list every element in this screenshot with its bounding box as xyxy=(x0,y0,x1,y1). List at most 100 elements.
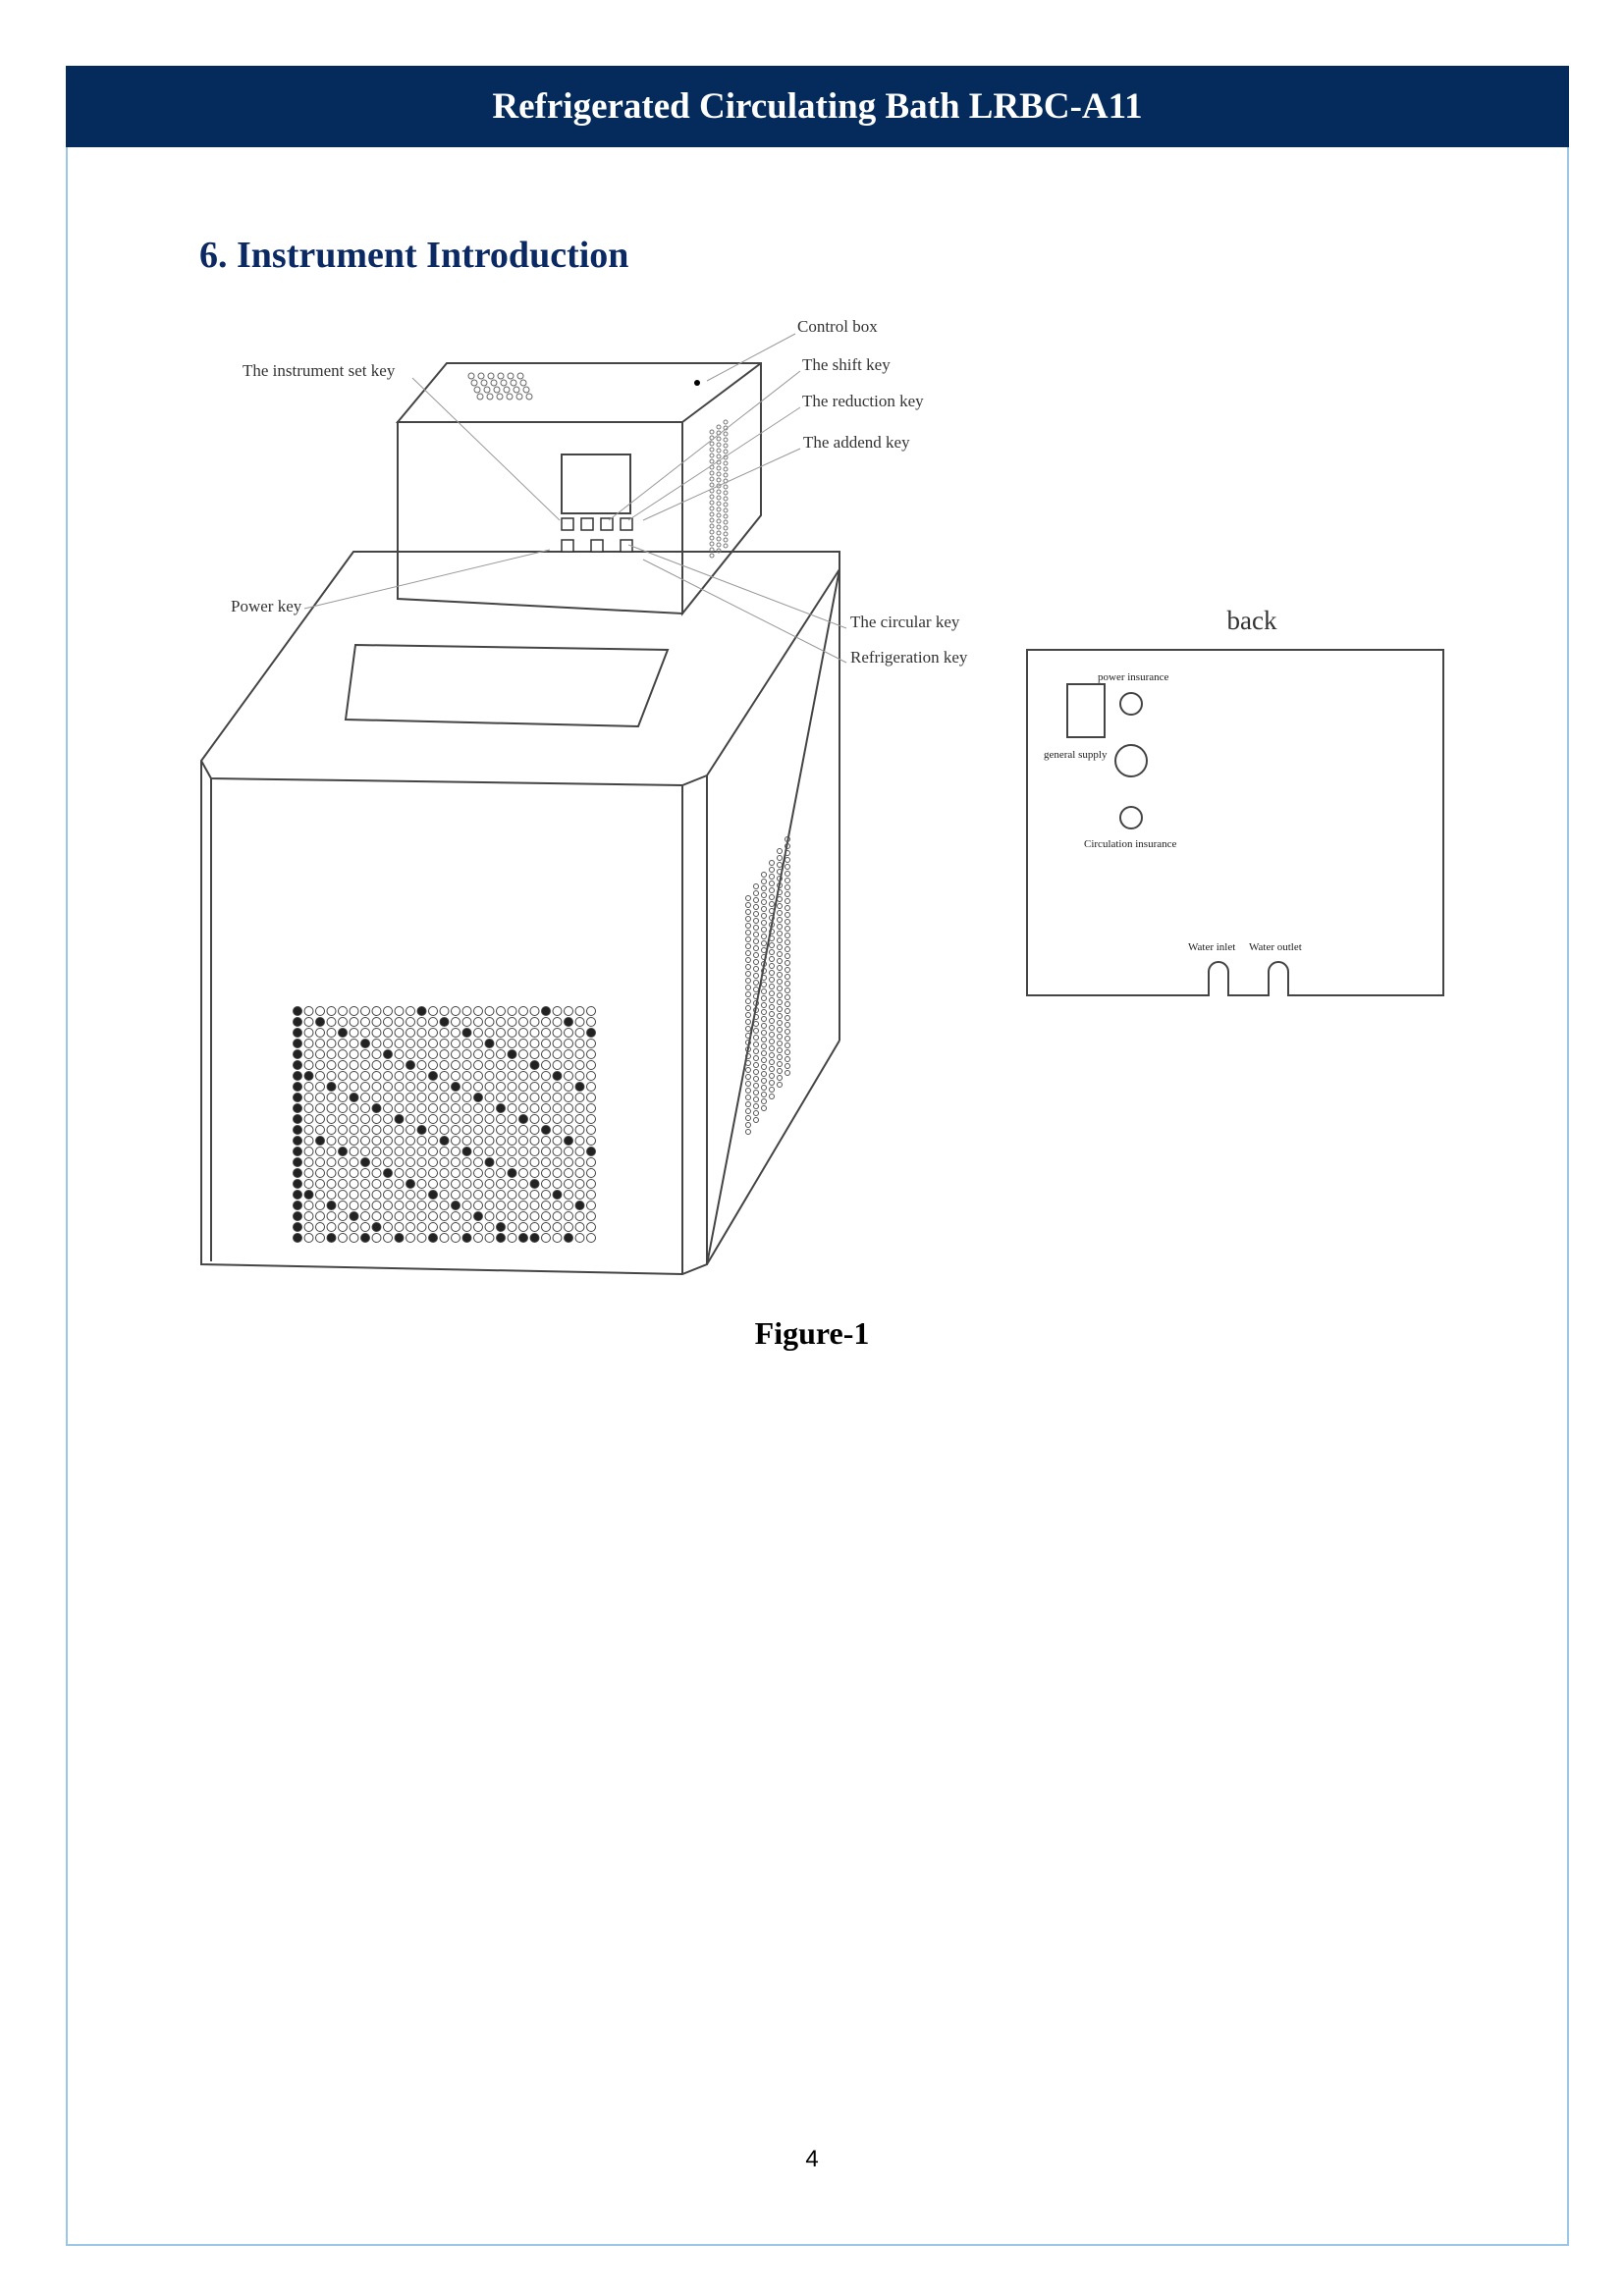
grille-hole xyxy=(371,1201,382,1210)
grille-hole xyxy=(541,1211,551,1221)
grille-hole xyxy=(293,1006,302,1016)
grille-hole xyxy=(745,964,751,970)
grille-hole xyxy=(518,1168,528,1178)
grille-hole xyxy=(303,1211,314,1221)
grille-hole xyxy=(753,1090,759,1095)
grille-hole xyxy=(484,1136,495,1146)
grille-hole xyxy=(338,1082,348,1092)
grille-hole xyxy=(315,1114,325,1124)
grille-hole xyxy=(529,1114,540,1124)
vent-hole xyxy=(716,471,722,477)
grille-hole xyxy=(349,1211,359,1221)
grille-hole xyxy=(785,871,790,877)
grille-hole xyxy=(416,1049,427,1059)
grille-hole xyxy=(293,1157,302,1167)
grille-hole xyxy=(496,1168,506,1178)
grille-hole xyxy=(518,1201,528,1210)
grille-hole xyxy=(303,1114,314,1124)
grille-hole xyxy=(496,1093,506,1102)
grille-hole xyxy=(552,1136,563,1146)
grille-hole xyxy=(371,1006,382,1016)
grille-hole xyxy=(507,1082,517,1092)
grille-hole xyxy=(785,1008,790,1014)
grille-hole xyxy=(416,1168,427,1178)
grille-hole xyxy=(394,1006,405,1016)
grille-hole xyxy=(338,1039,348,1048)
grille-hole xyxy=(451,1201,460,1210)
grille-hole xyxy=(777,896,783,902)
grille-hole xyxy=(293,1028,302,1038)
grille-hole xyxy=(496,1190,506,1200)
vent-hole xyxy=(716,489,722,495)
grille-hole xyxy=(428,1103,438,1113)
vent-hole xyxy=(723,507,729,513)
grille-hole xyxy=(552,1006,563,1016)
grille-hole xyxy=(785,836,790,842)
grille-hole xyxy=(761,1002,767,1008)
grille-hole xyxy=(315,1017,325,1027)
grille-hole xyxy=(461,1211,472,1221)
grille-hole xyxy=(371,1233,382,1243)
grille-hole xyxy=(529,1233,540,1243)
grille-hole xyxy=(552,1017,563,1027)
grille-hole xyxy=(785,850,790,856)
grille-hole xyxy=(564,1049,573,1059)
grille-hole xyxy=(552,1039,563,1048)
general-supply-switch xyxy=(1114,744,1148,777)
grille-hole xyxy=(461,1103,472,1113)
grille-hole xyxy=(371,1071,382,1081)
grille-hole xyxy=(406,1136,415,1146)
grille-hole xyxy=(586,1028,596,1038)
grille-hole xyxy=(303,1071,314,1081)
grille-hole xyxy=(574,1017,585,1027)
grille-hole xyxy=(507,1103,517,1113)
vent-hole xyxy=(723,419,729,425)
grille-hole xyxy=(326,1179,337,1189)
grille-hole xyxy=(484,1082,495,1092)
grille-hole xyxy=(753,966,759,972)
grille-hole xyxy=(315,1211,325,1221)
grille-hole xyxy=(518,1028,528,1038)
grille-hole xyxy=(761,913,767,919)
grille-hole xyxy=(473,1157,483,1167)
vent-hole xyxy=(487,372,495,380)
grille-hole xyxy=(785,1015,790,1021)
grille-hole xyxy=(777,910,783,916)
grille-hole xyxy=(529,1157,540,1167)
grille-hole xyxy=(484,1211,495,1221)
grille-hole xyxy=(777,999,783,1005)
grille-hole xyxy=(769,1025,775,1031)
grille-hole xyxy=(360,1125,370,1135)
grille-hole xyxy=(518,1071,528,1081)
grille-hole xyxy=(338,1071,348,1081)
grille-hole xyxy=(338,1093,348,1102)
grille-hole xyxy=(406,1201,415,1210)
grille-hole xyxy=(371,1082,382,1092)
grille-hole xyxy=(416,1071,427,1081)
grille-hole xyxy=(394,1147,405,1156)
grille-hole xyxy=(360,1071,370,1081)
grille-hole xyxy=(777,1041,783,1046)
grille-hole xyxy=(769,867,775,873)
grille-hole xyxy=(338,1017,348,1027)
grille-hole xyxy=(761,892,767,898)
grille-hole xyxy=(303,1006,314,1016)
grille-hole xyxy=(529,1103,540,1113)
grille-hole xyxy=(293,1039,302,1048)
grille-hole xyxy=(761,995,767,1001)
grille-hole xyxy=(745,1053,751,1059)
grille-hole xyxy=(785,1049,790,1055)
grille-hole xyxy=(745,1074,751,1080)
grille-hole xyxy=(518,1039,528,1048)
grille-hole xyxy=(574,1190,585,1200)
grille-hole xyxy=(586,1093,596,1102)
grille-hole xyxy=(518,1060,528,1070)
grille-hole xyxy=(507,1017,517,1027)
grille-hole xyxy=(326,1222,337,1232)
grille-hole xyxy=(326,1136,337,1146)
grille-hole xyxy=(439,1125,450,1135)
grille-hole xyxy=(745,1005,751,1011)
grille-hole xyxy=(303,1168,314,1178)
grille-hole xyxy=(564,1147,573,1156)
grille-hole xyxy=(769,1066,775,1072)
